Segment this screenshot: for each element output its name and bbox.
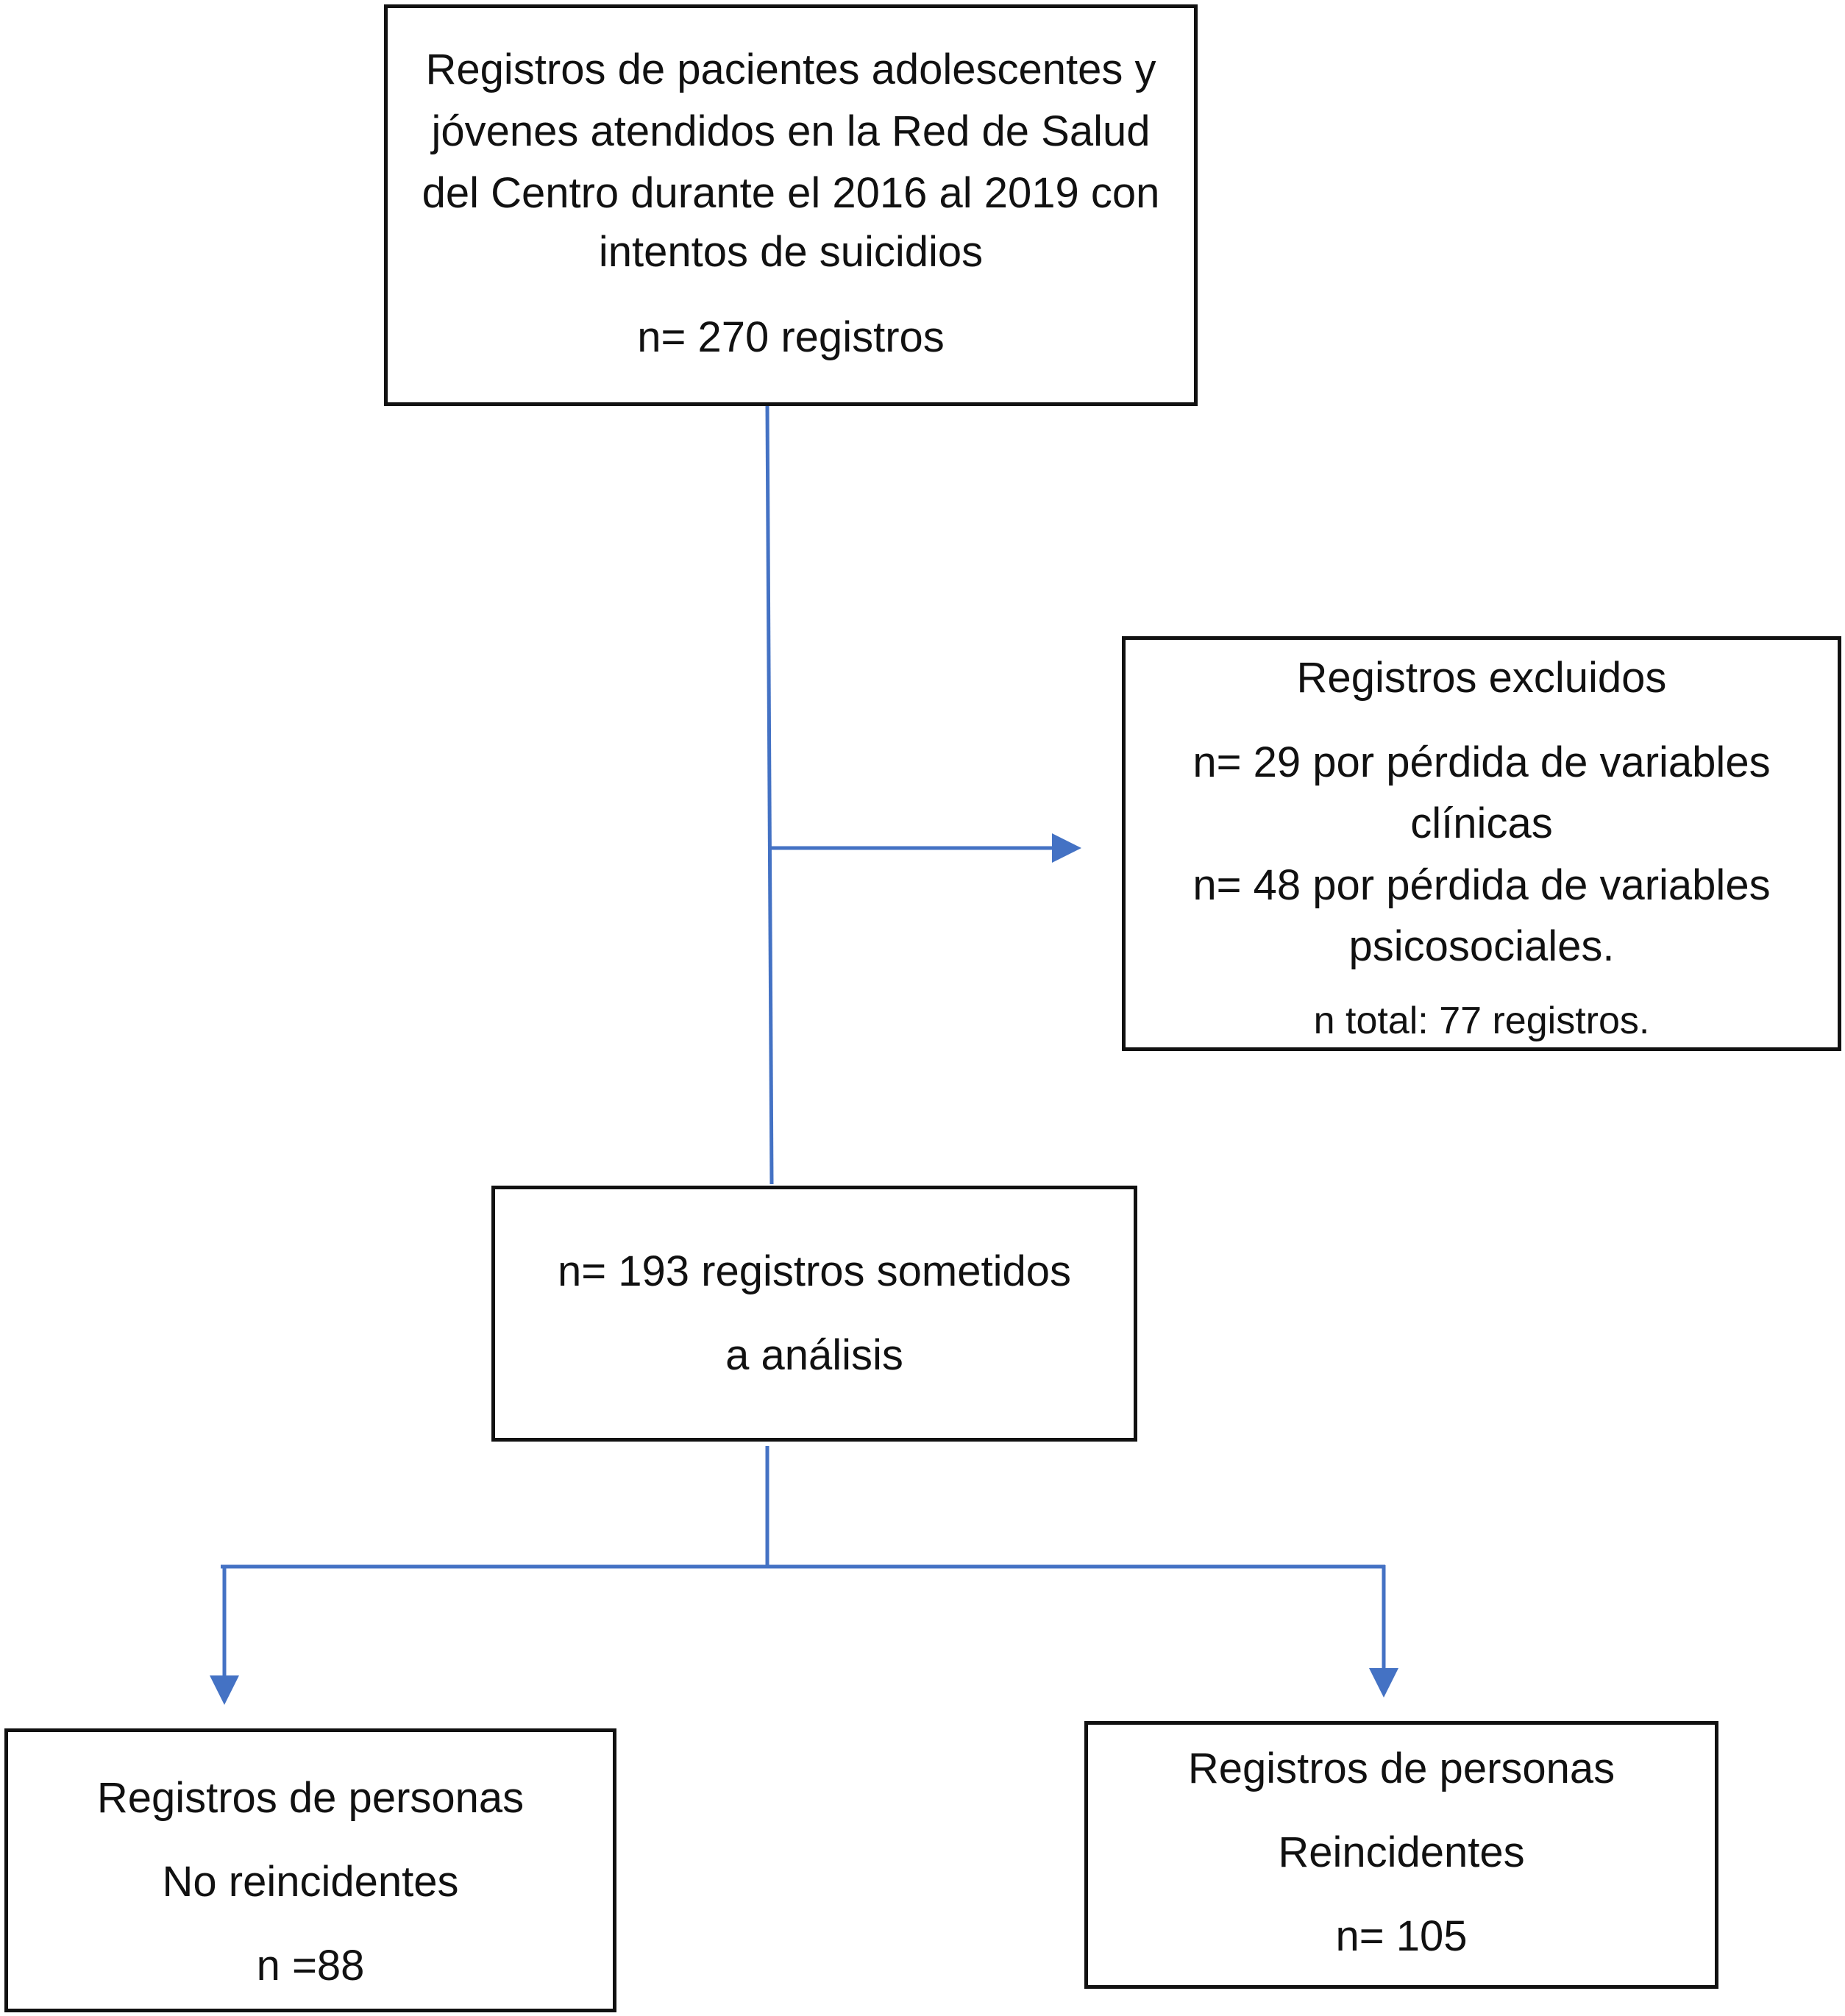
initial-records-line-3: del Centro durante el 2016 al 2019 con — [422, 169, 1160, 217]
recurrent-count: n= 105 — [1335, 1912, 1468, 1960]
recurrent-line-1: Registros de personas — [1187, 1745, 1615, 1792]
initial-records-line-1: Registros de pacientes adolescentes y — [425, 46, 1156, 93]
analyzed-records-line-2: a análisis — [725, 1331, 903, 1379]
analyzed-records-line-1: n= 193 registros sometidos — [558, 1247, 1071, 1295]
initial-records-line-4: intentos de suicidios — [598, 228, 984, 276]
excluded-reason-psychosocial-line-2: psicosociales. — [1348, 922, 1615, 970]
initial-records-line-2: jóvenes atendidos en la Red de Salud — [431, 107, 1151, 155]
non-recurrent-line-2: No reincidentes — [162, 1858, 459, 1906]
excluded-records-box: Registros excluidos n= 29 por pérdida de… — [1122, 636, 1841, 1051]
analyzed-records-box: n= 193 registros sometidos a análisis — [491, 1186, 1137, 1442]
excluded-reason-psychosocial-line-1: n= 48 por pérdida de variables — [1192, 861, 1771, 909]
excluded-total: n total: 77 registros. — [1313, 1000, 1650, 1042]
recurrent-line-2: Reincidentes — [1278, 1828, 1525, 1876]
main-vertical-connector — [765, 405, 774, 1185]
non-recurrent-box: Registros de personas No reincidentes n … — [4, 1728, 616, 2012]
recurrent-box: Registros de personas Reincidentes n= 10… — [1084, 1721, 1718, 1989]
non-recurrent-count: n =88 — [256, 1942, 365, 1990]
excluded-reason-clinical-line-1: n= 29 por pérdida de variables — [1192, 738, 1771, 786]
excluded-records-title: Registros excluidos — [1296, 654, 1667, 702]
non-recurrent-line-1: Registros de personas — [96, 1774, 525, 1822]
initial-records-count: n= 270 registros — [637, 313, 945, 361]
excluded-reason-clinical-line-2: clínicas — [1410, 799, 1553, 847]
initial-records-box: Registros de pacientes adolescentes y jó… — [384, 4, 1198, 406]
